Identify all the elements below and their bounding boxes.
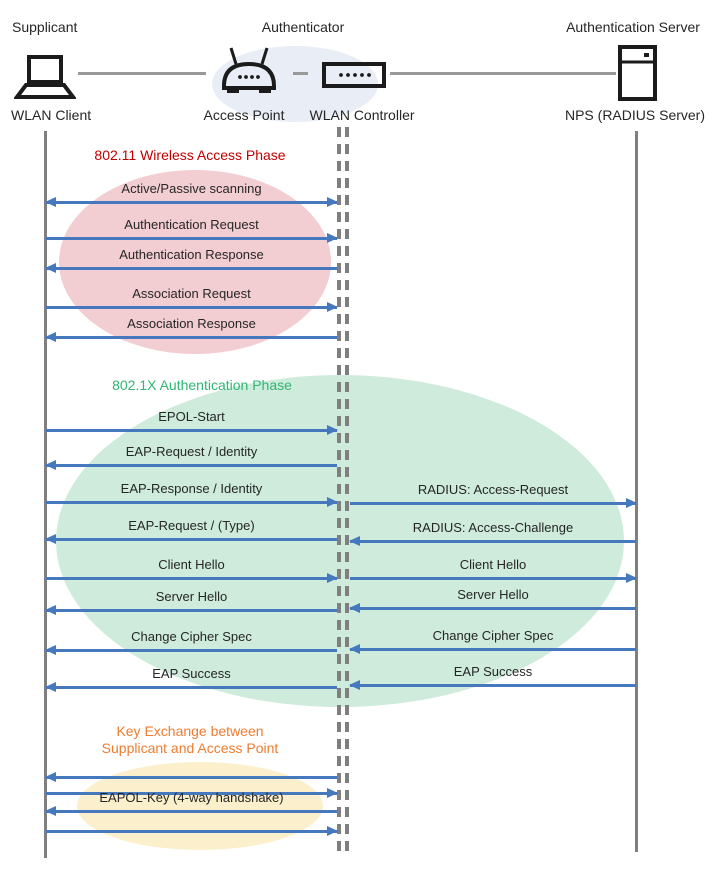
wlan-controller-icon [322, 62, 386, 88]
message-arrow [350, 502, 636, 505]
message-arrow [46, 577, 337, 580]
message-label: Association Response [127, 316, 256, 331]
arrowhead-right-icon [327, 197, 338, 207]
arrowhead-left-icon [45, 263, 56, 273]
role-label-authenticator: Authenticator [261, 19, 345, 35]
message-label: Change Cipher Spec [432, 628, 554, 643]
laptop-icon [14, 55, 76, 99]
message-label: Authentication Request [124, 217, 259, 232]
message-arrow [350, 540, 636, 543]
message-arrow [46, 429, 337, 432]
connector-controller-to-server [390, 72, 616, 75]
arrowhead-left-icon [45, 534, 56, 544]
arrowhead-left-icon [349, 680, 360, 690]
access-point-icon [222, 47, 276, 93]
message-arrow [350, 607, 636, 610]
message-label: Server Hello [457, 587, 529, 602]
device-label-access-point: Access Point [203, 107, 285, 123]
message-arrow [46, 201, 337, 204]
role-label-supplicant: Supplicant [12, 19, 78, 35]
arrowhead-right-icon [327, 788, 338, 798]
message-arrow [46, 267, 337, 270]
message-label: EAP Success [152, 666, 231, 681]
arrowhead-right-icon [327, 573, 338, 583]
message-arrow [46, 792, 337, 795]
lifeline-wlan-client [44, 131, 47, 858]
message-arrow [46, 776, 337, 779]
message-label: Client Hello [158, 557, 225, 572]
arrowhead-left-icon [349, 644, 360, 654]
arrowhead-right-icon [327, 233, 338, 243]
message-arrow [46, 306, 337, 309]
message-arrow [46, 649, 337, 652]
message-arrow [350, 684, 636, 687]
arrowhead-left-icon [45, 460, 56, 470]
role-label-authentication-server: Authentication Server [566, 19, 700, 35]
message-arrow [46, 810, 337, 813]
message-arrow [46, 830, 337, 833]
device-label-nps-radius-server: NPS (RADIUS Server) [564, 107, 706, 123]
message-arrow [46, 501, 337, 504]
message-label: Change Cipher Spec [131, 629, 252, 644]
device-label-wlan-controller: WLAN Controller [309, 107, 415, 123]
arrowhead-left-icon [45, 605, 56, 615]
arrowhead-right-icon [626, 573, 637, 583]
message-label: EAP-Response / Identity [120, 481, 263, 496]
lifeline-radius-server [635, 131, 638, 852]
arrowhead-right-icon [327, 302, 338, 312]
message-label: Authentication Response [119, 247, 264, 262]
phase-title: 802.11 Wireless Access Phase [94, 147, 286, 163]
lifeline-authenticator-dashed-2 [345, 127, 349, 854]
message-arrow [46, 686, 337, 689]
message-label: Active/Passive scanning [121, 181, 262, 196]
message-label: EAP-Request / Identity [125, 444, 258, 459]
message-arrow [46, 336, 337, 339]
message-label: Client Hello [459, 557, 527, 572]
arrowhead-left-icon [45, 332, 56, 342]
device-label-wlan-client: WLAN Client [11, 107, 92, 123]
message-label: EAP-Request / (Type) [128, 518, 255, 533]
arrowhead-left-icon [45, 806, 56, 816]
arrowhead-right-icon [327, 497, 338, 507]
message-arrow [46, 464, 337, 467]
arrowhead-left-icon [349, 603, 360, 613]
message-label: RADIUS: Access-Request [417, 482, 569, 497]
arrowhead-left-icon [45, 682, 56, 692]
server-icon [618, 45, 657, 101]
arrowhead-left-icon [45, 645, 56, 655]
message-arrow [350, 577, 636, 580]
message-label: Server Hello [155, 589, 228, 604]
message-label: Association Request [132, 286, 251, 301]
message-label: RADIUS: Access-Challenge [412, 520, 574, 535]
connector-ap-to-controller [293, 72, 308, 75]
phase-title: 802.1X Authentication Phase [112, 377, 292, 393]
lifeline-authenticator-dashed-1 [337, 127, 341, 854]
message-arrow [46, 237, 337, 240]
arrowhead-left-icon [45, 197, 56, 207]
message-arrow [46, 609, 337, 612]
message-arrow [350, 648, 636, 651]
message-label: EAPOL-Key (4-way handshake) [99, 790, 284, 805]
arrowhead-left-icon [349, 536, 360, 546]
arrowhead-right-icon [327, 826, 338, 836]
message-label: EAP Success [453, 664, 533, 679]
message-label: EPOL-Start [158, 409, 225, 424]
connector-client-to-ap [78, 72, 206, 75]
arrowhead-left-icon [45, 772, 56, 782]
arrowhead-right-icon [626, 498, 637, 508]
message-arrow [46, 538, 337, 541]
phase-ellipse [59, 170, 331, 354]
arrowhead-right-icon [327, 425, 338, 435]
